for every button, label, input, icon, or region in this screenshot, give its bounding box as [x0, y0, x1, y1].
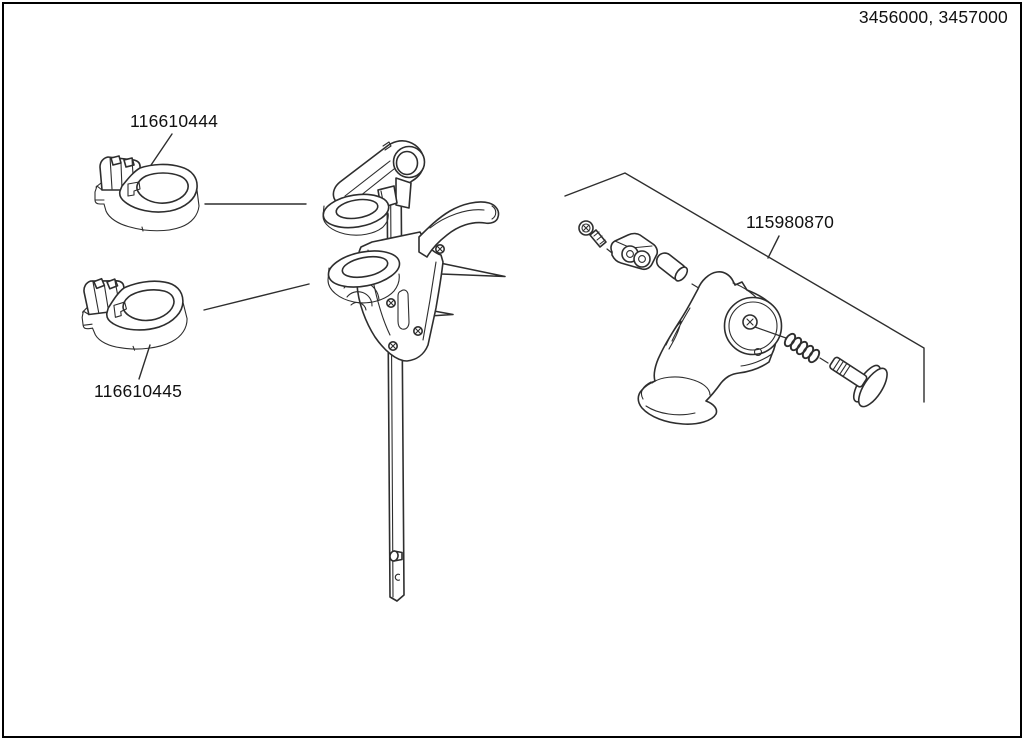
- screw-illustration: [578, 220, 607, 248]
- callout-lines: [138, 133, 925, 403]
- leader-line-part-2: [138, 344, 151, 380]
- spring-illustration: [783, 332, 821, 364]
- part-number-label-1: 116610444: [130, 111, 219, 131]
- clamp-fixed-pad: [327, 250, 401, 304]
- model-numbers-label: 3456000, 3457000: [858, 7, 1008, 27]
- head-assembly-illustration: [578, 220, 888, 425]
- connector-line-bottom-pad: [203, 283, 310, 311]
- part-number-label-2: 116610445: [94, 381, 183, 401]
- clamp-bar: [386, 167, 405, 602]
- group-bracket-line: [564, 172, 925, 403]
- jaw-pad-top-illustration: [94, 155, 200, 232]
- push-button-pin-illustration: [829, 356, 888, 408]
- clamp-head-casting: [637, 271, 783, 425]
- clamp-handle: [418, 201, 500, 258]
- jaw-pad-bottom-illustration: [76, 268, 191, 357]
- clamp-sliding-head: [322, 140, 426, 236]
- part-number-label-3: 115980870: [746, 212, 835, 232]
- jaw-block-illustration: [610, 232, 659, 271]
- pin-illustration: [655, 252, 689, 282]
- leader-line-part-3: [767, 235, 780, 259]
- body-screws: [385, 244, 445, 351]
- bar-clamp-illustration: [322, 140, 506, 602]
